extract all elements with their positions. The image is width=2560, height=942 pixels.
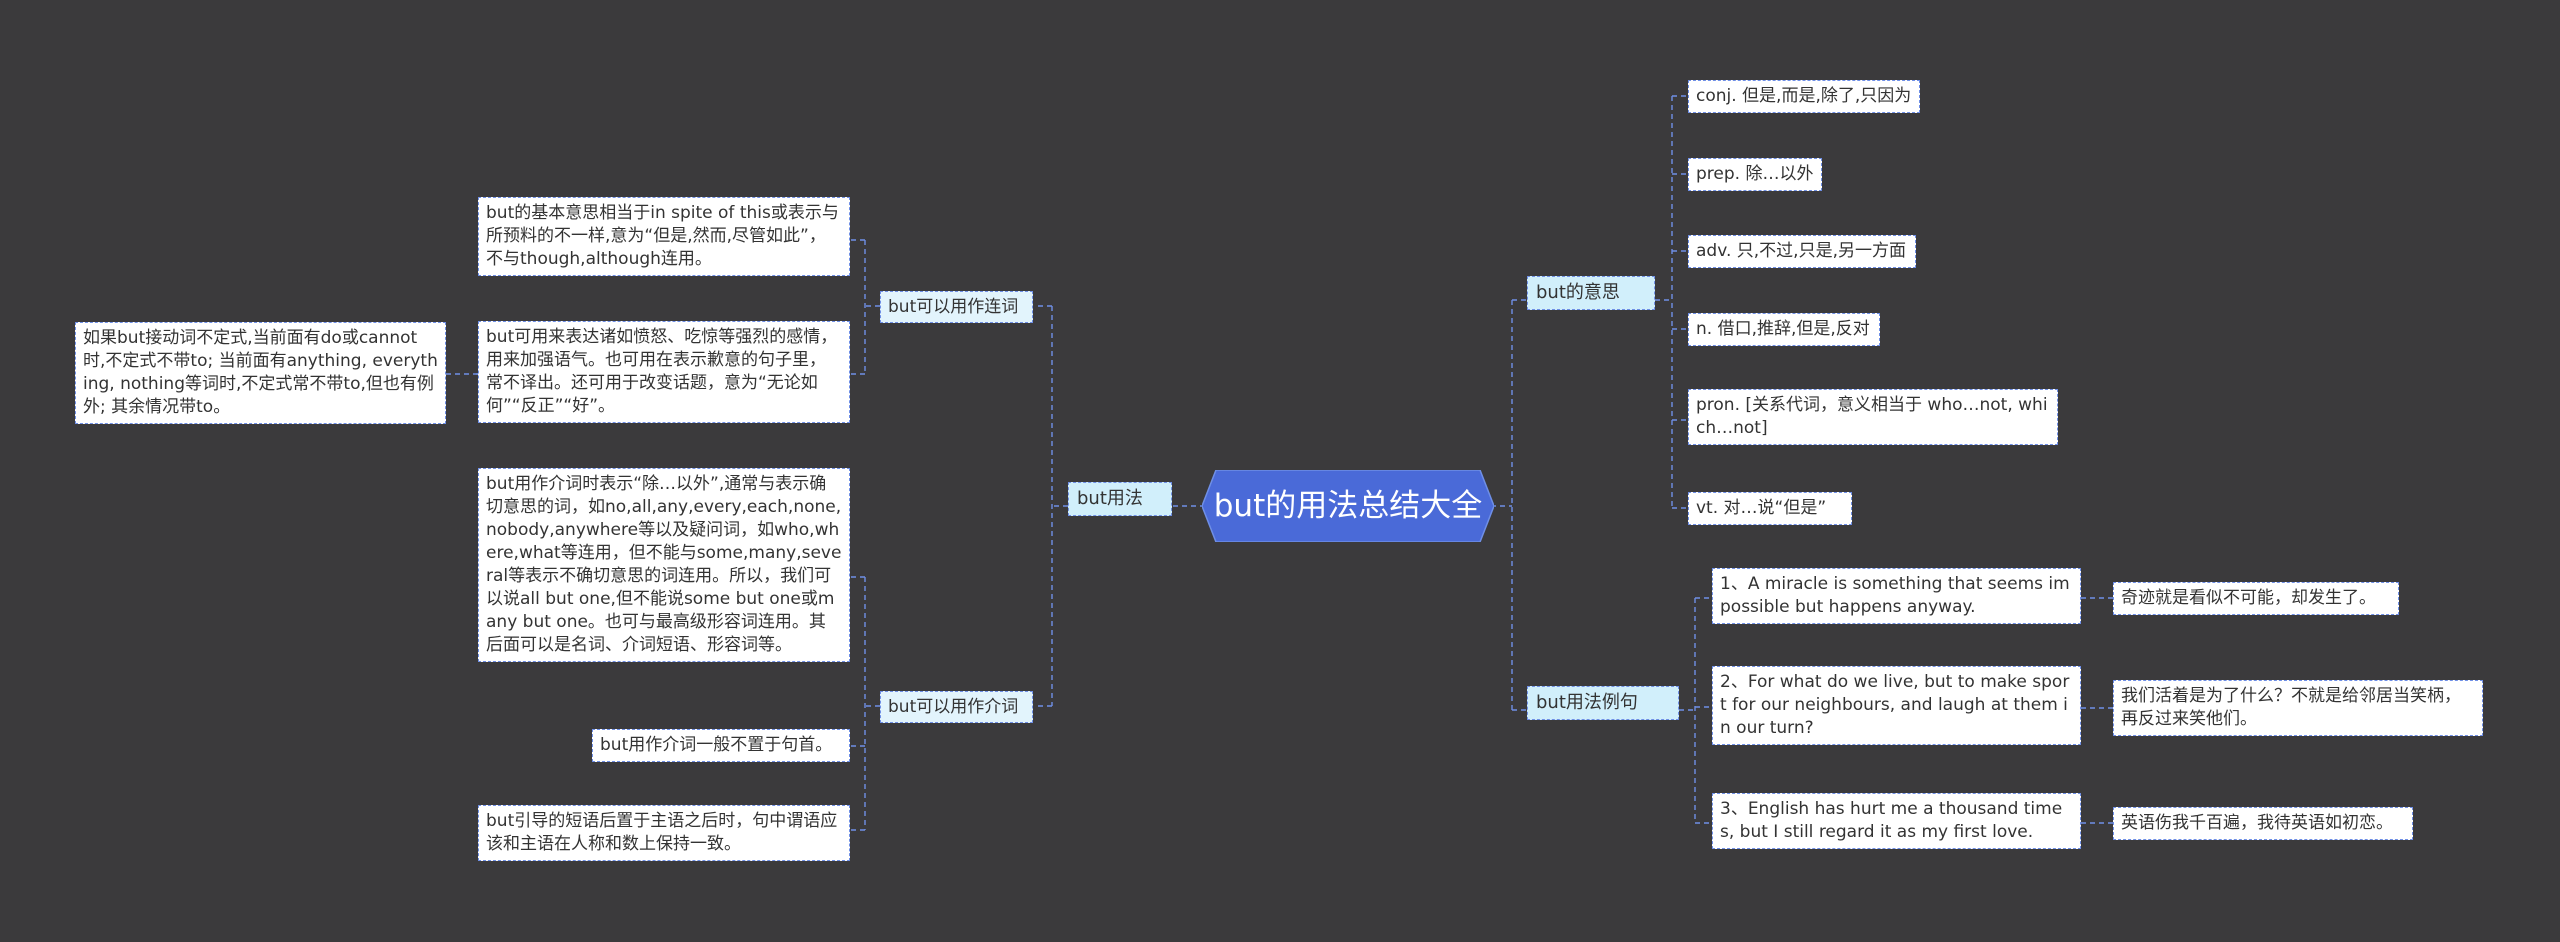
meaning-item-3-text: adv. 只,不过,只是,另一方面 (1696, 241, 1906, 261)
infinitive-note[interactable]: 如果but接动词不定式,当前面有do或cannot时,不定式不带to; 当前面有… (75, 322, 446, 424)
prep-note-1[interactable]: but用作介词时表示“除…以外”,通常与表示确切意思的词，如no,all,any… (478, 468, 850, 662)
branch-meaning[interactable]: but的意思 (1527, 276, 1655, 310)
prep-note-3[interactable]: but引导的短语后置于主语之后时，句中谓语应该和主语在人称和数上保持一致。 (478, 805, 850, 861)
root-node[interactable]: but的用法总结大全 (1202, 470, 1494, 542)
meaning-item-3[interactable]: adv. 只,不过,只是,另一方面 (1688, 235, 1916, 268)
branch-meaning-label: but的意思 (1536, 282, 1620, 303)
example-2-en[interactable]: 2、For what do we live, but to make sport… (1712, 666, 2081, 745)
example-1-zh[interactable]: 奇迹就是看似不可能，却发生了。 (2113, 582, 2399, 615)
meaning-item-5-text: pron. [关系代词，意义相当于 who…not, which…not] (1696, 395, 2048, 438)
prep-note-2[interactable]: but用作介词一般不置于句首。 (592, 729, 850, 762)
meaning-item-2-text: prep. 除…以外 (1696, 164, 1814, 184)
example-2-zh-text: 我们活着是为了什么？不就是给邻居当笑柄，再反过来笑他们。 (2121, 686, 2461, 729)
branch-examples-label: but用法例句 (1536, 692, 1638, 713)
sub-branch-conj-label: but可以用作连词 (888, 297, 1019, 317)
sub-branch-prep-label: but可以用作介词 (888, 697, 1019, 717)
root-hexagon-shape (1202, 470, 1494, 542)
example-2-en-text: 2、For what do we live, but to make sport… (1720, 672, 2070, 738)
example-1-en[interactable]: 1、A miracle is something that seems impo… (1712, 568, 2081, 624)
branch-usage-label: but用法 (1077, 488, 1143, 509)
prep-note-2-text: but用作介词一般不置于句首。 (600, 735, 833, 755)
conj-note-2-text: but可用来表达诸如愤怒、吃惊等强烈的感情，用来加强语气。也可用在表示歉意的句子… (486, 327, 838, 416)
example-3-en[interactable]: 3、English has hurt me a thousand times, … (1712, 793, 2081, 849)
prep-note-1-text: but用作介词时表示“除…以外”,通常与表示确切意思的词，如no,all,any… (486, 474, 842, 655)
meaning-item-4[interactable]: n. 借口,推辞,但是,反对 (1688, 313, 1880, 346)
conj-note-1[interactable]: but的基本意思相当于in spite of this或表示与所预料的不一样,意… (478, 197, 850, 276)
example-3-en-text: 3、English has hurt me a thousand times, … (1720, 799, 2063, 842)
prep-note-3-text: but引导的短语后置于主语之后时，句中谓语应该和主语在人称和数上保持一致。 (486, 811, 838, 854)
meaning-item-6[interactable]: vt. 对…说“但是” (1688, 492, 1852, 525)
conj-note-1-text: but的基本意思相当于in spite of this或表示与所预料的不一样,意… (486, 203, 839, 269)
meaning-item-1-text: conj. 但是,而是,除了,只因为 (1696, 86, 1912, 106)
infinitive-note-text: 如果but接动词不定式,当前面有do或cannot时,不定式不带to; 当前面有… (83, 328, 438, 417)
sub-branch-prep[interactable]: but可以用作介词 (880, 691, 1033, 723)
meaning-item-5[interactable]: pron. [关系代词，意义相当于 who…not, which…not] (1688, 389, 2058, 445)
meaning-item-4-text: n. 借口,推辞,但是,反对 (1696, 319, 1870, 339)
branch-examples[interactable]: but用法例句 (1527, 686, 1679, 720)
meaning-item-2[interactable]: prep. 除…以外 (1688, 158, 1822, 191)
meaning-item-6-text: vt. 对…说“但是” (1696, 498, 1827, 518)
example-2-zh[interactable]: 我们活着是为了什么？不就是给邻居当笑柄，再反过来笑他们。 (2113, 680, 2483, 736)
example-1-zh-text: 奇迹就是看似不可能，却发生了。 (2121, 588, 2376, 608)
root-title: but的用法总结大全 (1213, 488, 1483, 524)
example-3-zh[interactable]: 英语伤我千百遍，我待英语如初恋。 (2113, 807, 2413, 840)
sub-branch-conj[interactable]: but可以用作连词 (880, 291, 1033, 323)
branch-usage[interactable]: but用法 (1068, 482, 1172, 516)
example-3-zh-text: 英语伤我千百遍，我待英语如初恋。 (2121, 813, 2393, 833)
conj-note-2[interactable]: but可用来表达诸如愤怒、吃惊等强烈的感情，用来加强语气。也可用在表示歉意的句子… (478, 321, 850, 423)
meaning-item-1[interactable]: conj. 但是,而是,除了,只因为 (1688, 80, 1920, 113)
example-1-en-text: 1、A miracle is something that seems impo… (1720, 574, 2070, 617)
